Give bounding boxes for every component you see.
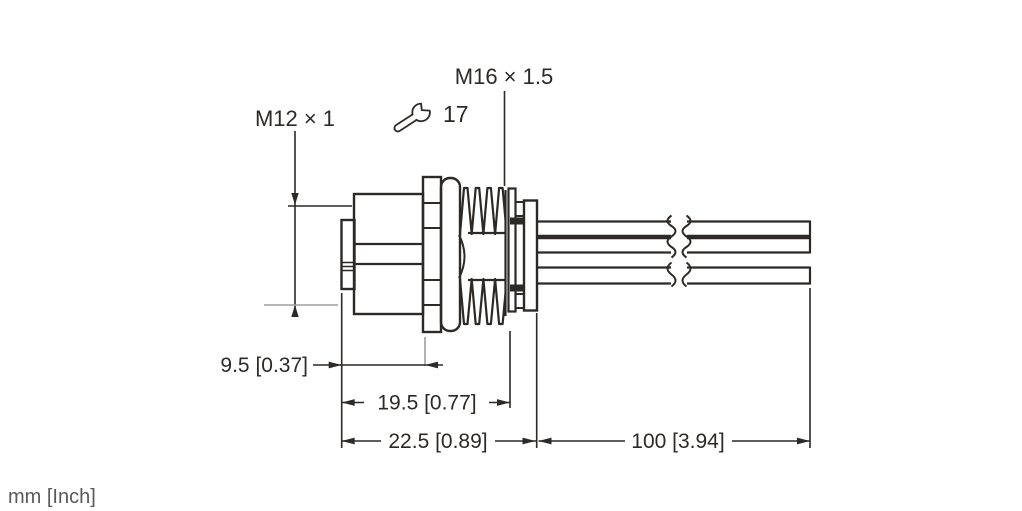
dim-22-5-arrow-left [341,437,355,445]
connector-body [352,192,425,316]
back-plate [522,199,539,312]
m16-callout: M16 × 1.5 [455,64,553,186]
dim-22-5-label: 22.5 [0.89] [388,430,487,453]
break-left-top-group [666,214,677,259]
seal-top [510,217,524,225]
dimension-overall-body: 22.5 [0.89] [341,430,537,453]
wire-break-marks [666,214,692,288]
break-right-bottom-wire [681,261,692,288]
rear-notch-top [514,201,525,217]
wrench-seam-cover [396,114,418,131]
thread-m16 [458,186,507,326]
hex-nut [421,175,443,334]
dim-100-arrow-right [797,437,810,445]
dim-19-5-label: 19.5 [0.77] [377,392,476,415]
wrench-size-label: 17 [443,101,469,127]
dimension-wire-length: 100 [3.94] [538,430,810,453]
dim-22-5-arrow-right [522,437,536,445]
dim-9-5-label: 9.5 [0.37] [220,354,308,377]
dimension-thread-to-nut: 19.5 [0.77] [341,392,510,415]
thread-teeth-bottom [458,277,507,326]
dim-19-5-arrow-right [497,399,510,406]
dim-19-5-arrow-left [341,399,355,406]
connector-body-lines [354,242,423,266]
wrench-callout: 17 [393,101,469,133]
mounting-flange [439,176,462,333]
m12-callout: M12 × 1 [255,106,352,317]
m12-label: M12 × 1 [255,106,335,131]
dim-9-5-arrow-left [328,361,342,369]
front-coupling [340,218,356,291]
connector-side-view [340,175,539,334]
break-left-bottom-wire [666,261,677,288]
flange-bulge [458,234,466,279]
front-coupling-stripes [341,261,355,272]
dim-100-label: 100 [3.94] [631,430,724,453]
units-note: mm [Inch] [8,486,96,508]
dim-9-5-arrow-right [425,361,438,369]
lock-washer [507,187,517,313]
extension-lines [340,288,811,448]
dim-100-arrow-left [538,437,552,445]
dimension-front-body: 9.5 [0.37] [220,354,443,377]
thread-root-lines [468,231,505,282]
wires [537,214,812,288]
m12-arrow-down [291,193,299,205]
m16-label: M16 × 1.5 [455,64,553,89]
hex-nut-flats [423,202,441,306]
thread-teeth-top [458,186,507,236]
wrench-head [411,102,431,123]
wrench-icon [393,102,431,133]
seal-bottom [510,284,524,292]
m12-arrow-up [291,305,299,317]
rear-notch-bottom [514,293,525,309]
break-right-top-group [681,214,692,259]
